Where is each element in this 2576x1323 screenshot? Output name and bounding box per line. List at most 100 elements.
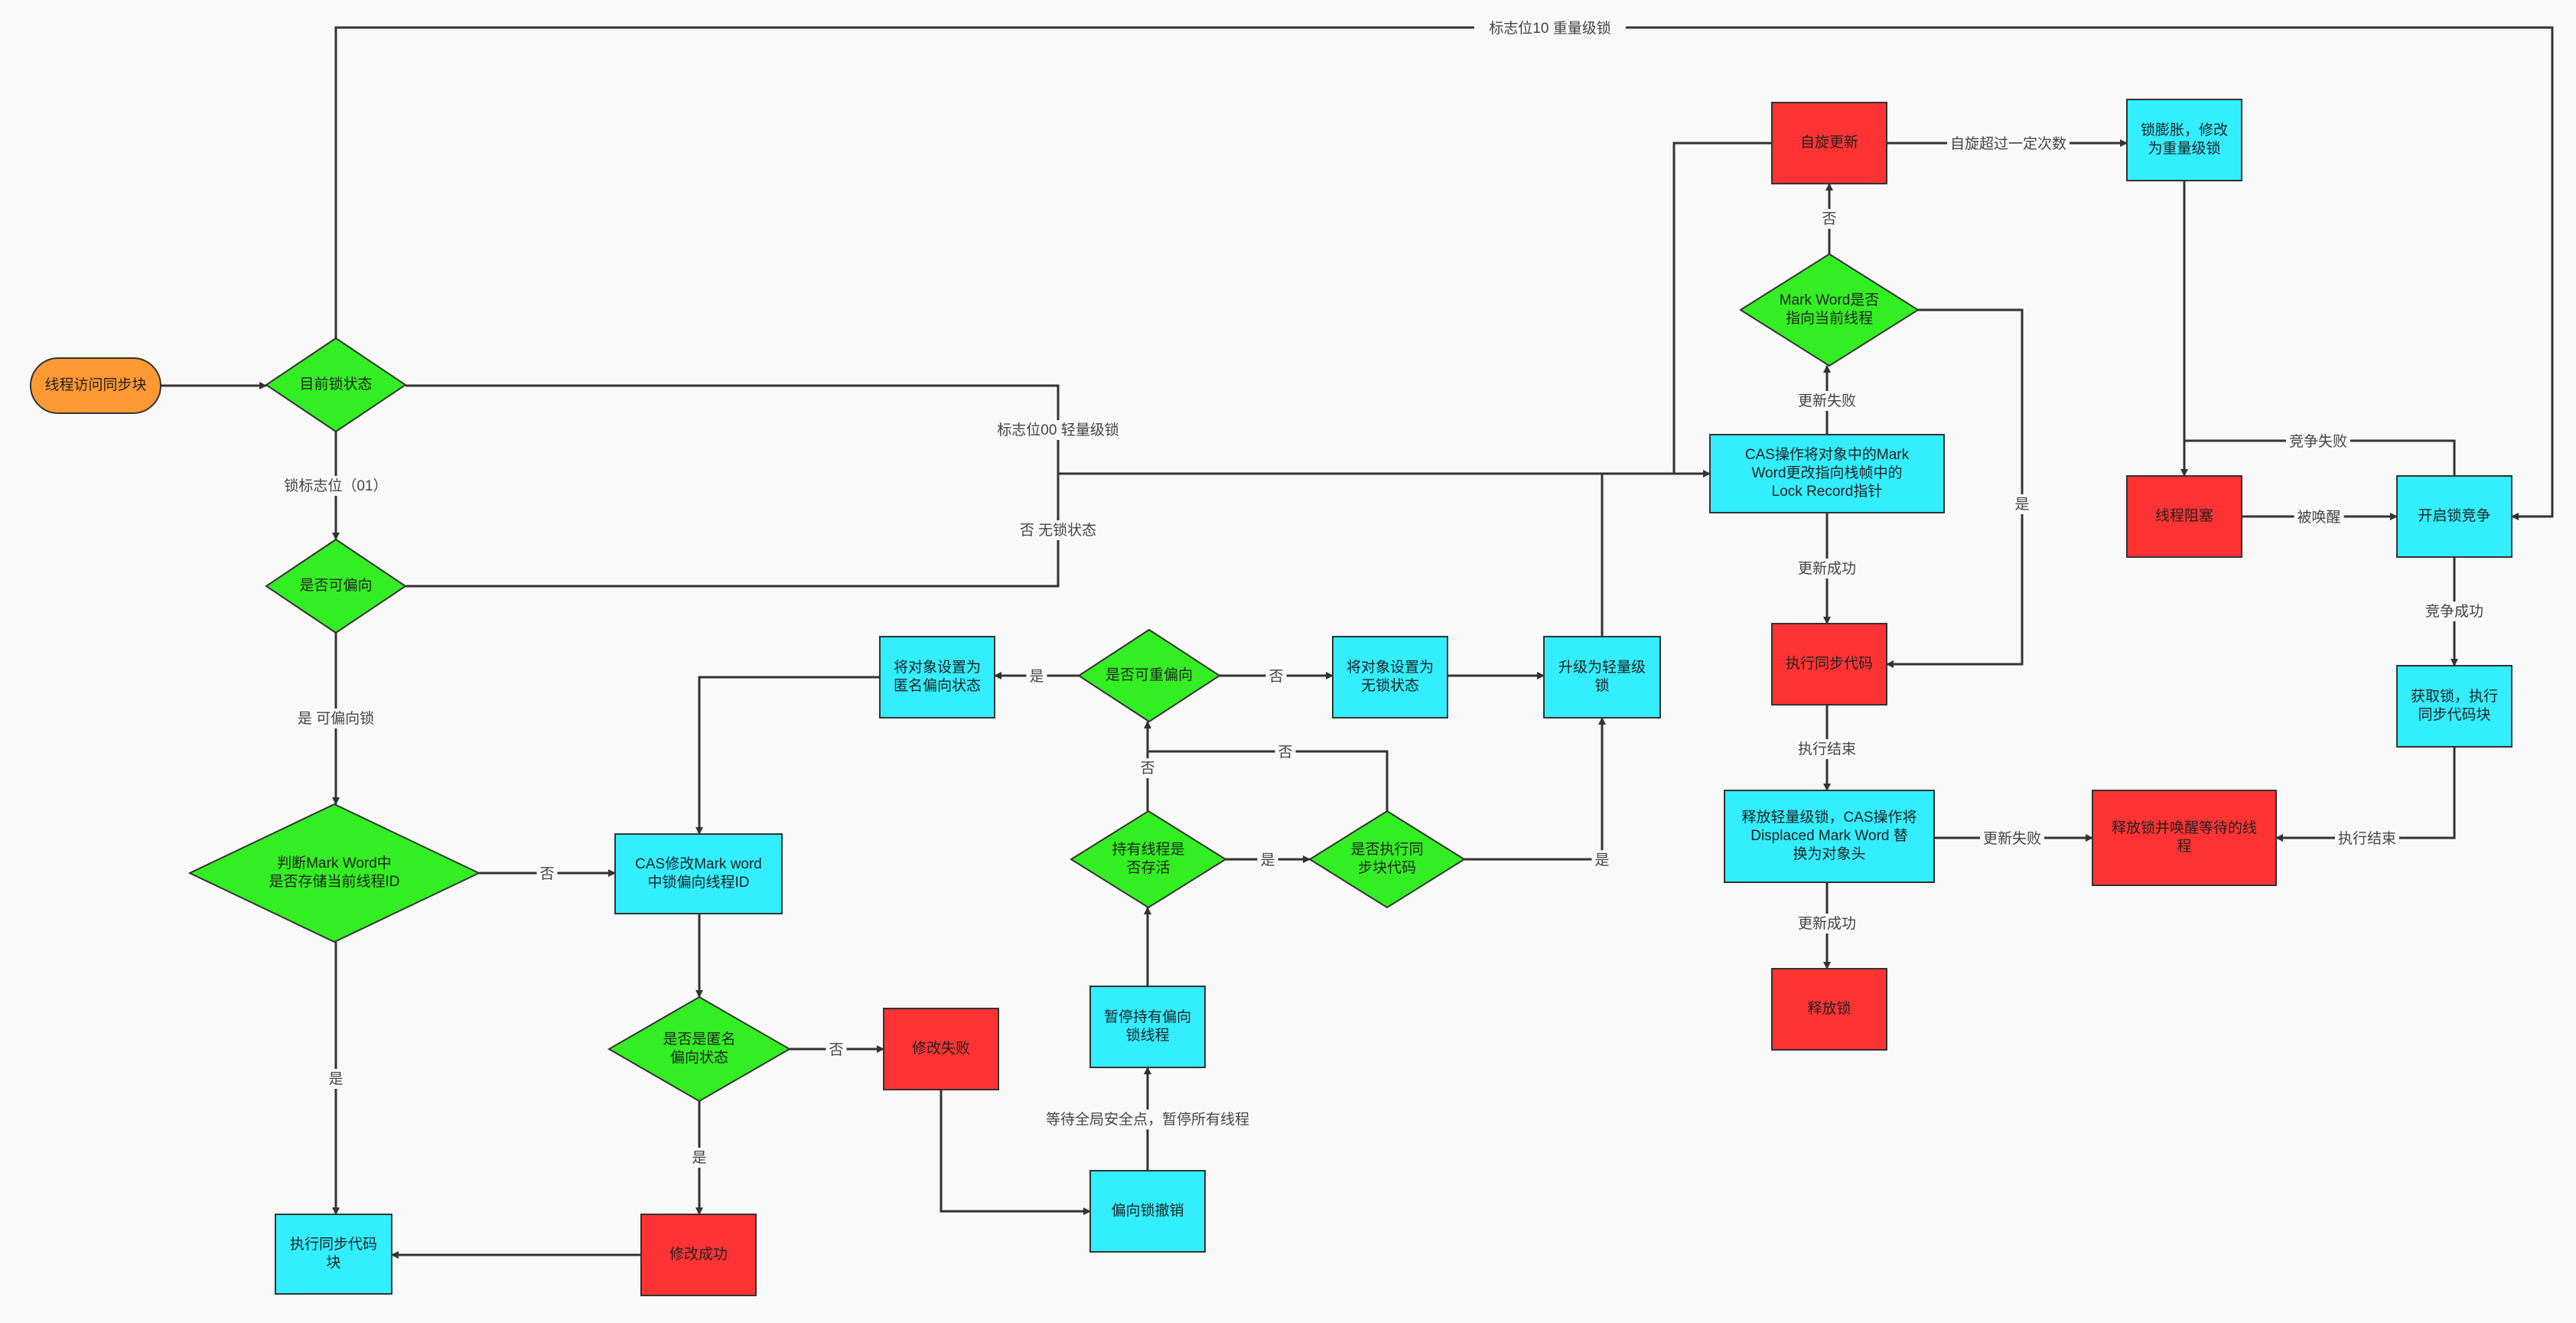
node-label: 修改成功 — [669, 1246, 728, 1263]
node-set-anon: 将对象设置为匿名偏向状态 — [879, 636, 995, 719]
edge-mw-to-execr — [1886, 308, 2024, 668]
node-label: 暂停持有偏向锁线程 — [1104, 1009, 1191, 1044]
svg-text:执行结束: 执行结束 — [2338, 830, 2396, 847]
edge-label-relight-to-rel: 更新成功 — [1795, 914, 1859, 934]
svg-text:是: 是 — [1594, 852, 1609, 868]
svg-text:否: 否 — [1822, 211, 1836, 227]
svg-text:是: 是 — [1029, 669, 1044, 685]
node-label: 是否执行同步块代码 — [1350, 841, 1423, 876]
svg-text:更新成功: 更新成功 — [1798, 915, 1856, 932]
node-set-nolock: 将对象设置为无锁状态 — [1332, 636, 1448, 719]
edge-label-revoke-to-pause: 等待全局安全点，暂停所有线程 — [1043, 1110, 1252, 1129]
svg-text:竞争成功: 竞争成功 — [2425, 603, 2483, 620]
node-compete: 开启锁竞争 — [2396, 475, 2512, 558]
node-alive: 持有线程是否存活 — [1070, 810, 1227, 909]
edge-exec-to-rebias — [1148, 750, 1389, 811]
edge-label-alive-to-exec: 是 — [1257, 850, 1278, 870]
edge-label-state-to-canbias: 锁标志位（01） — [275, 476, 397, 496]
edge-label-exec-to-upgrade: 是 — [1591, 850, 1613, 870]
node-label: 升级为轻量级锁 — [1558, 659, 1646, 694]
edge-anon-to-casbias — [695, 676, 880, 835]
node-acquire: 获取锁，执行同步代码块 — [2396, 665, 2512, 748]
node-label: 目前锁状态 — [299, 376, 372, 393]
node-label: 将对象设置为匿名偏向状态 — [894, 659, 981, 694]
node-label: 持有线程是否存活 — [1112, 841, 1184, 876]
node-label: 将对象设置为无锁状态 — [1347, 659, 1434, 694]
edge-canbias-to-cas — [405, 474, 1060, 588]
edge-label-mw-to-casbias: 否 — [536, 864, 558, 884]
node-label: 获取锁，执行同步代码块 — [2411, 688, 2498, 723]
svg-text:否 无锁状态: 否 无锁状态 — [1020, 522, 1096, 539]
node-label: 释放锁并唤醒等待的线程 — [2112, 820, 2257, 855]
svg-text:是: 是 — [328, 1071, 343, 1087]
svg-text:竞争失败: 竞争失败 — [2289, 433, 2347, 450]
svg-text:是: 是 — [2014, 497, 2029, 513]
edge-label-canbias-to-cas: 否 无锁状态 — [1011, 520, 1105, 540]
svg-text:锁标志位（01）: 锁标志位（01） — [284, 477, 387, 494]
svg-text:是: 是 — [1260, 852, 1275, 868]
edge-acq-to-wake — [2275, 747, 2456, 842]
node-upgrade-light: 升级为轻量级锁 — [1543, 636, 1661, 719]
svg-text:否: 否 — [1140, 761, 1154, 777]
edge-label-rebias-to-nolock: 否 — [1265, 666, 1287, 686]
edge-label-mw-to-spin: 否 — [1819, 209, 1840, 229]
edge-label-acq-to-wake: 执行结束 — [2335, 829, 2399, 849]
svg-text:是: 是 — [692, 1150, 706, 1166]
node-exec-sync-bl: 执行同步代码块 — [275, 1214, 392, 1295]
node-label: 是否是匿名偏向状态 — [663, 1031, 735, 1066]
svg-text:更新失败: 更新失败 — [1983, 830, 2041, 847]
edge-state-to-compete — [334, 26, 2554, 520]
node-mw-points: Mark Word是否指向当前线程 — [1739, 253, 1920, 367]
edge-label-spin-to-inflate: 自旋超过一定次数 — [1947, 134, 2070, 154]
edge-fail-to-revoke — [940, 1090, 1091, 1215]
svg-text:标志位10 重量级锁: 标志位10 重量级锁 — [1489, 20, 1610, 37]
edge-label-relight-to-wake: 更新失败 — [1980, 829, 2044, 849]
node-pause-thread: 暂停持有偏向锁线程 — [1089, 986, 1206, 1068]
node-label: 释放锁 — [1807, 1000, 1851, 1017]
svg-text:更新成功: 更新成功 — [1798, 560, 1856, 577]
edge-label-compete-to-block: 竞争失败 — [2286, 432, 2350, 451]
node-release-wake: 释放锁并唤醒等待的线程 — [2092, 790, 2277, 886]
svg-text:否: 否 — [1268, 669, 1283, 685]
node-label: 锁膨胀，修改为重量级锁 — [2141, 122, 2228, 157]
node-revoke: 偏向锁撤销 — [1089, 1170, 1206, 1253]
node-label: 开启锁竞争 — [2418, 507, 2490, 524]
node-label: 是否可重偏向 — [1106, 666, 1193, 683]
node-inflate: 锁膨胀，修改为重量级锁 — [2126, 99, 2242, 181]
edge-spin-to-cas — [1672, 142, 1772, 474]
node-is-anon: 是否是匿名偏向状态 — [607, 996, 792, 1103]
node-label: 线程阻塞 — [2155, 507, 2213, 524]
svg-text:否: 否 — [539, 866, 554, 882]
edge-label-compete-to-acq: 竞争成功 — [2422, 601, 2486, 621]
node-label: Mark Word是否指向当前线程 — [1780, 292, 1880, 327]
svg-text:执行结束: 执行结束 — [1798, 741, 1856, 758]
edge-label-execr-to-relight: 执行结束 — [1795, 739, 1859, 759]
edge-label-mw-to-exec: 是 — [325, 1069, 347, 1089]
node-label: 线程访问同步块 — [44, 376, 146, 393]
edge-label-anon-to-fail: 否 — [826, 1040, 847, 1060]
edge-compete-to-block — [2184, 439, 2456, 476]
svg-text:更新失败: 更新失败 — [1798, 393, 1856, 409]
svg-text:被唤醒: 被唤醒 — [2297, 509, 2340, 526]
node-rebias-q: 是否可重偏向 — [1077, 628, 1221, 723]
edge-label-cas-to-execr: 更新成功 — [1795, 559, 1859, 578]
node-label: 执行同步代码块 — [290, 1236, 377, 1271]
node-exec-sync-q: 是否执行同步块代码 — [1308, 810, 1466, 909]
svg-text:标志位00 轻量级锁: 标志位00 轻量级锁 — [997, 422, 1119, 438]
node-label: 偏向锁撤销 — [1111, 1202, 1184, 1219]
svg-text:是 可偏向锁: 是 可偏向锁 — [298, 710, 374, 727]
node-label: 执行同步代码 — [1786, 655, 1873, 672]
svg-text:否: 否 — [1278, 745, 1292, 761]
node-mw-thread: 判断Mark Word中是否存储当前线程ID — [187, 803, 481, 943]
svg-text:否: 否 — [829, 1042, 843, 1058]
edge-label-exec-to-rebias: 否 — [1275, 742, 1296, 762]
node-label: 自旋更新 — [1800, 134, 1858, 151]
svg-text:自旋超过一定次数: 自旋超过一定次数 — [1950, 135, 2066, 152]
edge-label-state-to-cas: 标志位00 轻量级锁 — [982, 420, 1134, 440]
node-label: 是否可偏向 — [299, 577, 372, 594]
